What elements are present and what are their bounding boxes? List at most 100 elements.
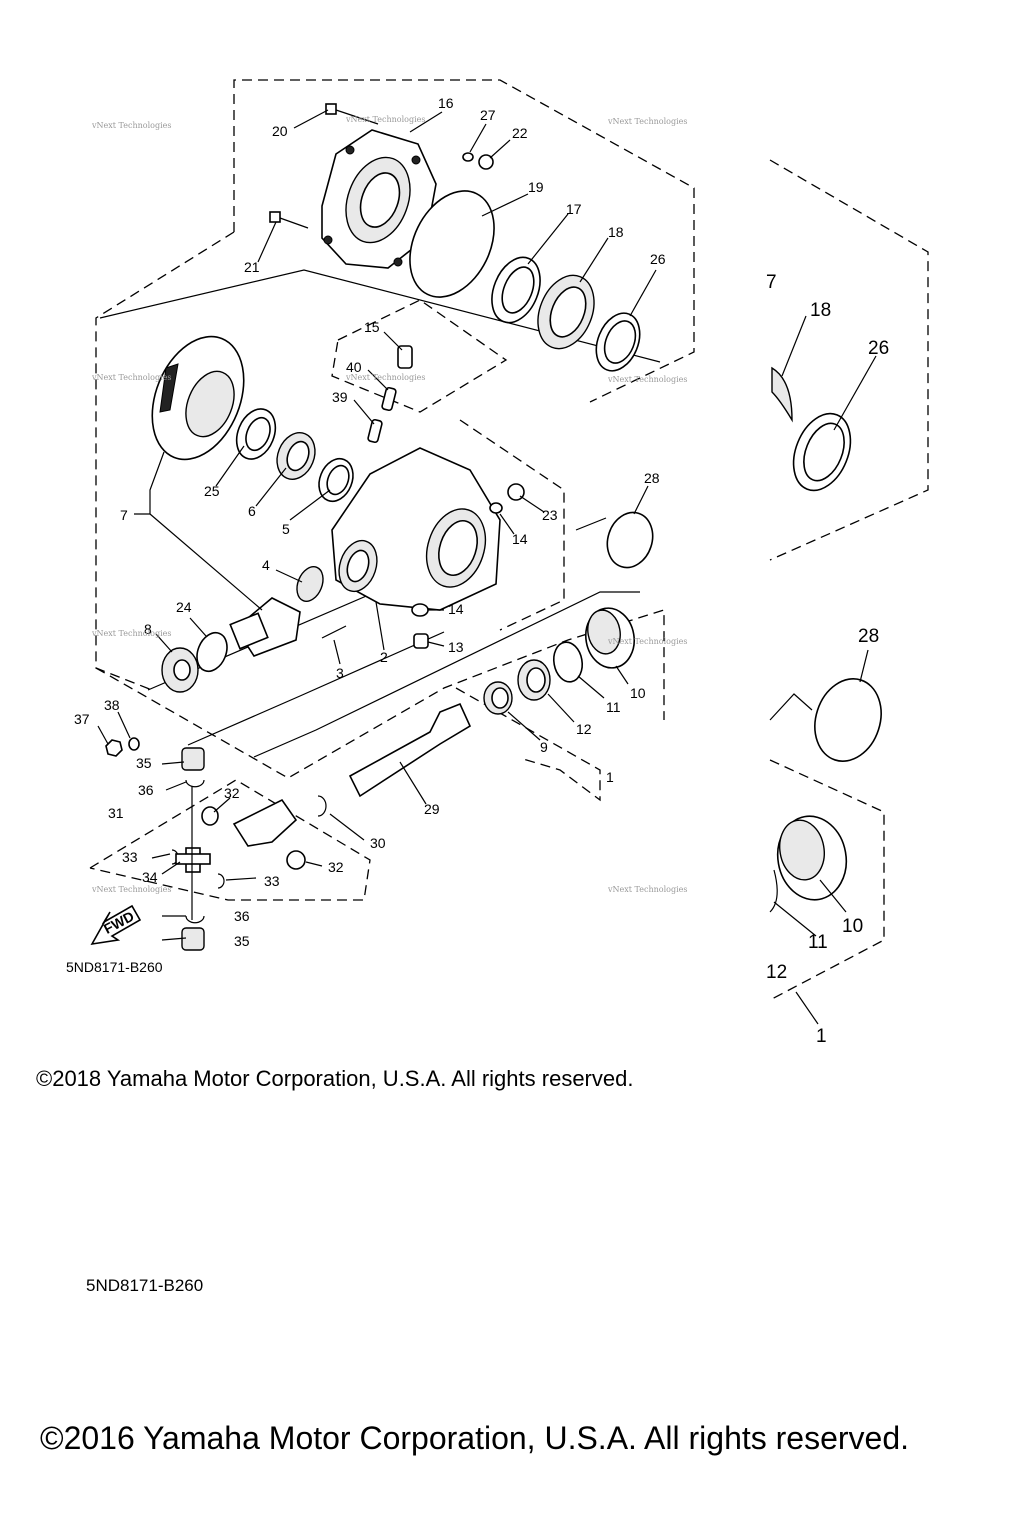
- callout-23: 23: [542, 507, 558, 523]
- callout-34: 34: [142, 869, 158, 885]
- watermark: vNext Technologies: [345, 373, 425, 382]
- callout-3: 3: [336, 665, 344, 681]
- callout-5: 5: [282, 521, 290, 537]
- pin-40: [381, 386, 397, 412]
- drive-shaft-29: [348, 702, 472, 798]
- callout-17: 17: [566, 201, 582, 217]
- callout-20: 20: [272, 123, 288, 139]
- o-ring-19: [409, 190, 495, 298]
- zoom-callout-28: 28: [858, 626, 879, 647]
- housing-cover: [321, 129, 437, 269]
- zoom-shim-26: [792, 412, 852, 492]
- o-ring-11: [552, 641, 584, 683]
- callout-19: 19: [528, 179, 544, 195]
- stud-3: [321, 625, 347, 639]
- copyright-2016: ©2016 Yamaha Motor Corporation, U.S.A. A…: [40, 1420, 910, 1456]
- callout-18: 18: [608, 224, 624, 240]
- callout-4: 4: [262, 557, 270, 573]
- ring-nut-10: [584, 607, 636, 669]
- o-ring-24: [196, 631, 228, 673]
- zoom-callout-10: 10: [842, 916, 863, 937]
- watermark: vNext Technologies: [91, 373, 171, 382]
- bearing-6: [276, 432, 316, 480]
- callout-35b: 35: [234, 933, 250, 949]
- bolt-21: [269, 211, 309, 229]
- circlip-30: [317, 795, 327, 817]
- fwd-arrow-icon: [90, 904, 142, 946]
- pin-39: [367, 418, 383, 444]
- callout-16: 16: [438, 95, 454, 111]
- callout-12: 12: [576, 721, 592, 737]
- callout-14a: 14: [448, 601, 464, 617]
- breather-15: [397, 345, 413, 369]
- part-code-label: 5ND8171-B260: [86, 1276, 204, 1295]
- callout-15: 15: [364, 319, 380, 335]
- watermark: vNext Technologies: [607, 117, 687, 126]
- assembly-outlines: [89, 79, 929, 1001]
- callout-32b: 32: [328, 859, 344, 875]
- shim-26: [595, 312, 641, 372]
- copyright-2018: ©2018 Yamaha Motor Corporation, U.S.A. A…: [36, 1066, 634, 1091]
- callout-22: 22: [512, 125, 528, 141]
- bearing-18: [537, 274, 595, 350]
- callout-30: 30: [370, 835, 386, 851]
- zoom-o-ring-11: [769, 869, 778, 913]
- watermarks: vNext Technologies vNext Technologies vN…: [91, 115, 687, 894]
- callout-6: 6: [248, 503, 256, 519]
- callout-10: 10: [630, 685, 646, 701]
- callout-7: 7: [120, 507, 128, 523]
- pinion-gear: [229, 597, 301, 657]
- bearing-cup-35: [181, 747, 205, 951]
- callout-24: 24: [176, 599, 192, 615]
- callout-11: 11: [606, 699, 621, 715]
- nut-37: [105, 739, 123, 757]
- callout-32a: 32: [224, 785, 240, 801]
- drain-bolt-13: [413, 633, 429, 649]
- seal-17: [491, 256, 541, 324]
- parts: [90, 103, 882, 951]
- callout-25: 25: [204, 483, 220, 499]
- callout-1: 1: [606, 769, 614, 785]
- callout-39: 39: [332, 389, 348, 405]
- bolt-20: [325, 103, 379, 125]
- bolt-22: [478, 154, 494, 170]
- zoom-callout-26: 26: [868, 338, 889, 359]
- callout-36a: 36: [138, 782, 154, 798]
- callout-31: 31: [108, 805, 124, 821]
- callout-8: 8: [144, 621, 152, 637]
- washer-38: [128, 737, 140, 751]
- watermark: vNext Technologies: [91, 629, 171, 638]
- spider-34: [175, 847, 211, 873]
- zoom-callout-18: 18: [810, 300, 831, 321]
- yoke-31: [232, 798, 298, 847]
- callout-28: 28: [644, 470, 660, 486]
- watermark: vNext Technologies: [91, 121, 171, 130]
- callout-35a: 35: [136, 755, 152, 771]
- diagram-part-code: 5ND8171-B260: [66, 959, 163, 975]
- watermark: vNext Technologies: [607, 637, 687, 646]
- callout-9: 9: [540, 739, 548, 755]
- exploded-parts-diagram: 1 2 3 4 5 6 7 8 9 10 11 12 13 14 14 15 1…: [66, 79, 929, 1047]
- bearing-4: [296, 566, 324, 602]
- oil-seal-5: [318, 457, 354, 503]
- callout-27: 27: [480, 107, 496, 123]
- zoom-callout-1: 1: [816, 1026, 827, 1047]
- callout-2: 2: [380, 649, 388, 665]
- zoom-callout-7: 7: [766, 272, 777, 293]
- callout-33b: 33: [264, 873, 280, 889]
- zoom-ring-nut-10: [776, 815, 848, 901]
- zoom-callout-11: 11: [808, 932, 828, 953]
- o-ring-28: [606, 511, 654, 569]
- thrust-bearing-25: [235, 408, 277, 460]
- callout-29: 29: [424, 801, 440, 817]
- callout-40: 40: [346, 359, 362, 375]
- callout-21: 21: [244, 259, 260, 275]
- zoom-o-ring-28: [814, 678, 882, 762]
- callout-38: 38: [104, 697, 120, 713]
- watermark: vNext Technologies: [607, 375, 687, 384]
- callout-14b: 14: [512, 531, 528, 547]
- circlip-36: [185, 779, 205, 924]
- callout-13: 13: [448, 639, 464, 655]
- callout-26: 26: [650, 251, 666, 267]
- washer-27: [462, 152, 474, 162]
